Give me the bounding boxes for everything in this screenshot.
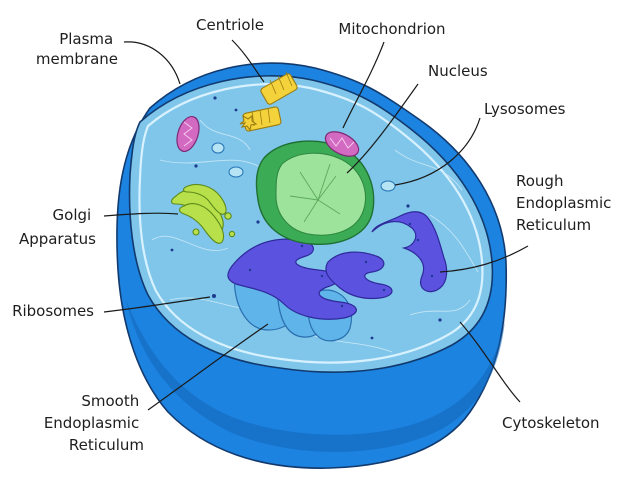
plasma-membrane-line [138, 83, 484, 364]
mitochondrion-left [176, 116, 200, 152]
leader-centriole [231, 39, 265, 83]
label-cytoskeleton: Cytoskeleton [502, 414, 600, 432]
free-ribosomes [170, 96, 442, 340]
leader-mitochondrion [342, 41, 385, 129]
centriole [239, 71, 298, 132]
golgi-apparatus [170, 183, 236, 244]
label-smooth-er: Smooth Endoplasmic Reticulum [44, 392, 144, 454]
leader-smooth-er [147, 323, 269, 411]
label-centriole: Centriole [196, 16, 264, 34]
label-ribosomes: Ribosomes [12, 302, 94, 320]
cell-underside [126, 300, 505, 452]
centriole-star [239, 114, 258, 132]
leader-cytoskeleton [459, 321, 521, 403]
label-rough-er: Rough Endoplasmic Reticulum [516, 172, 616, 234]
nucleus [255, 140, 375, 245]
cell-body [116, 62, 508, 469]
leader-golgi [103, 212, 179, 217]
leader-plasma-membrane [123, 41, 181, 85]
label-golgi: Golgi Apparatus [19, 206, 96, 248]
label-nucleus: Nucleus [428, 62, 488, 80]
leader-lysosomes [394, 117, 481, 186]
chromatin-lines [289, 163, 341, 223]
leader-lines [103, 39, 529, 411]
leader-ribosomes [103, 296, 211, 313]
labels: Plasma membrane Centriole Mitochondrion … [12, 16, 616, 454]
nucleoplasm [275, 152, 366, 236]
label-lysosomes: Lysosomes [484, 100, 566, 118]
leader-nucleus [346, 83, 419, 174]
leader-rough-er [439, 245, 529, 273]
label-mitochondrion: Mitochondrion [338, 20, 445, 38]
lysosomes [211, 142, 396, 192]
mitochondrion-right [324, 131, 360, 157]
rough-er-ribosomes [248, 222, 434, 308]
label-plasma-membrane: Plasma membrane [36, 30, 118, 68]
rough-er [227, 211, 448, 320]
